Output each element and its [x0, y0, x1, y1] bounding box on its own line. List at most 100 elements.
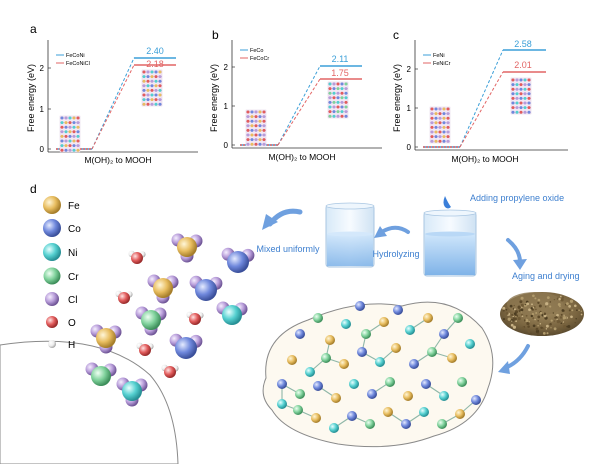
- network-node-co: [347, 411, 357, 421]
- molecule-o: [186, 311, 204, 325]
- network-node-cr: [295, 389, 305, 399]
- molecule-co: [221, 247, 255, 273]
- network-node-fe: [447, 353, 457, 363]
- molecule-co: [169, 333, 203, 359]
- y-tick-2-a: 2: [40, 64, 45, 73]
- molecule-o: [128, 250, 146, 264]
- crystal-structure-b-initial: [245, 109, 267, 147]
- molecule-cluster: [85, 233, 255, 407]
- network-node-fe: [379, 317, 389, 327]
- network-node-co: [367, 389, 377, 399]
- gel-network-region: [262, 301, 494, 448]
- value-label-a-2: 2.18: [146, 59, 164, 69]
- legend-label-co: Co: [68, 224, 81, 235]
- y-tick-1-c: 1: [407, 104, 412, 113]
- x-axis-label-a: M(OH)₂ to MOOH: [84, 155, 151, 165]
- network-node-fe: [423, 313, 433, 323]
- molecule-cr: [85, 362, 117, 386]
- legend-a-series-2: FeCoNiCl: [66, 61, 90, 67]
- network-node-co: [313, 381, 323, 391]
- panel-label-a: a: [30, 22, 37, 36]
- y-axis-label-a: Free energy (eV): [26, 64, 36, 132]
- network-node-co: [393, 305, 403, 315]
- panel-label-d: d: [30, 182, 37, 196]
- crystal-structure-c-final: [510, 77, 532, 115]
- molecule-fe: [90, 324, 122, 354]
- network-node-ni: [465, 339, 475, 349]
- network-node-ni: [419, 407, 429, 417]
- network-node-fe: [325, 335, 335, 345]
- network-node-ni: [329, 423, 339, 433]
- legend-c-series-2: FeNiCr: [433, 61, 451, 67]
- value-label-c-2: 2.01: [514, 60, 532, 70]
- energy-lines-c: 2.58 2.01: [423, 39, 546, 148]
- y-tick-0-b: 0: [224, 141, 229, 150]
- y-tick-2-b: 2: [224, 63, 229, 72]
- dried-powder-pile: [500, 292, 584, 336]
- legend-swatch-ni: [43, 243, 61, 261]
- legend-b-series-2: FeCoCr: [250, 56, 269, 62]
- crystal-structure-b-final: [327, 81, 349, 119]
- network-node-cr: [361, 329, 371, 339]
- value-label-b-2: 1.75: [331, 68, 349, 78]
- panel-d: d Fe Co Ni Cr Cl O H: [0, 182, 584, 464]
- y-tick-2-c: 2: [407, 65, 412, 74]
- network-node-co: [277, 379, 287, 389]
- legend-a-series-1: FeCoNi: [66, 53, 85, 59]
- ticks-b: 0 1 2: [224, 63, 235, 150]
- label-hydrolyzing: Hydrolyzing: [372, 249, 419, 259]
- network-node-ni: [375, 357, 385, 367]
- value-label-a-1: 2.40: [146, 46, 164, 56]
- network-node-co: [295, 329, 305, 339]
- legend-swatch-h: [48, 340, 56, 348]
- legend-label-cr: Cr: [68, 272, 79, 283]
- molecule-fe: [171, 233, 203, 263]
- element-legend: Fe Co Ni Cr Cl O H: [43, 196, 81, 351]
- network-node-fe: [339, 359, 349, 369]
- network-node-ni: [405, 325, 415, 335]
- beaker-hydrolysis: [423, 209, 477, 277]
- arrow-head-left: [262, 214, 278, 230]
- network-node-co: [401, 419, 411, 429]
- reaction-vessel-dome: [0, 340, 179, 464]
- network-node-fe: [403, 391, 413, 401]
- legend-swatch-cl: [45, 292, 59, 306]
- value-label-b-1: 2.11: [332, 54, 349, 64]
- network-node-cr: [293, 405, 303, 415]
- label-aging-and-drying: Aging and drying: [512, 271, 580, 281]
- arrow-head-lower: [498, 361, 510, 374]
- label-mixed-uniformly: Mixed uniformly: [256, 244, 320, 254]
- gel-network: [277, 301, 481, 433]
- network-node-co: [439, 329, 449, 339]
- ticks-a: 0 1 2: [40, 64, 51, 154]
- molecule-o: [115, 290, 133, 304]
- network-node-cr: [457, 377, 467, 387]
- molecule-cr: [135, 306, 167, 336]
- y-axis-label-b: Free energy (eV): [209, 64, 219, 132]
- network-node-co: [357, 347, 367, 357]
- legend-label-cl: Cl: [68, 295, 77, 306]
- y-tick-1-b: 1: [224, 102, 229, 111]
- network-node-ni: [305, 367, 315, 377]
- y-axis-label-c: Free energy (eV): [392, 64, 402, 132]
- network-node-fe: [311, 413, 321, 423]
- crystal-structure-a-final: [141, 69, 163, 107]
- network-node-co: [471, 395, 481, 405]
- y-tick-0-c: 0: [407, 143, 412, 152]
- crystal-structure-c-initial: [429, 106, 451, 144]
- network-node-ni: [439, 391, 449, 401]
- beaker-mixed: [325, 202, 375, 268]
- legend-c-series-1: FeNi: [433, 53, 445, 59]
- legend-label-fe: Fe: [68, 201, 80, 212]
- legend-label-h: H: [68, 340, 75, 351]
- molecule-ni: [216, 301, 248, 325]
- legend-swatch-fe: [43, 196, 61, 214]
- molecule-ni: [116, 377, 148, 407]
- value-label-c-1: 2.58: [514, 39, 532, 49]
- x-axis-label-c: M(OH)₂ to MOOH: [451, 154, 518, 164]
- network-node-cr: [321, 353, 331, 363]
- panel-c: c Free energy (eV) 0 1 2 FeNi FeNiCr 2.5…: [392, 28, 568, 164]
- panel-a: a Free energy (eV) 0 1 2 FeCoNi FeCoNiCl…: [26, 22, 198, 165]
- panel-label-c: c: [393, 28, 399, 42]
- x-axis-label-b: M(OH)₂ to MOOH: [268, 152, 335, 162]
